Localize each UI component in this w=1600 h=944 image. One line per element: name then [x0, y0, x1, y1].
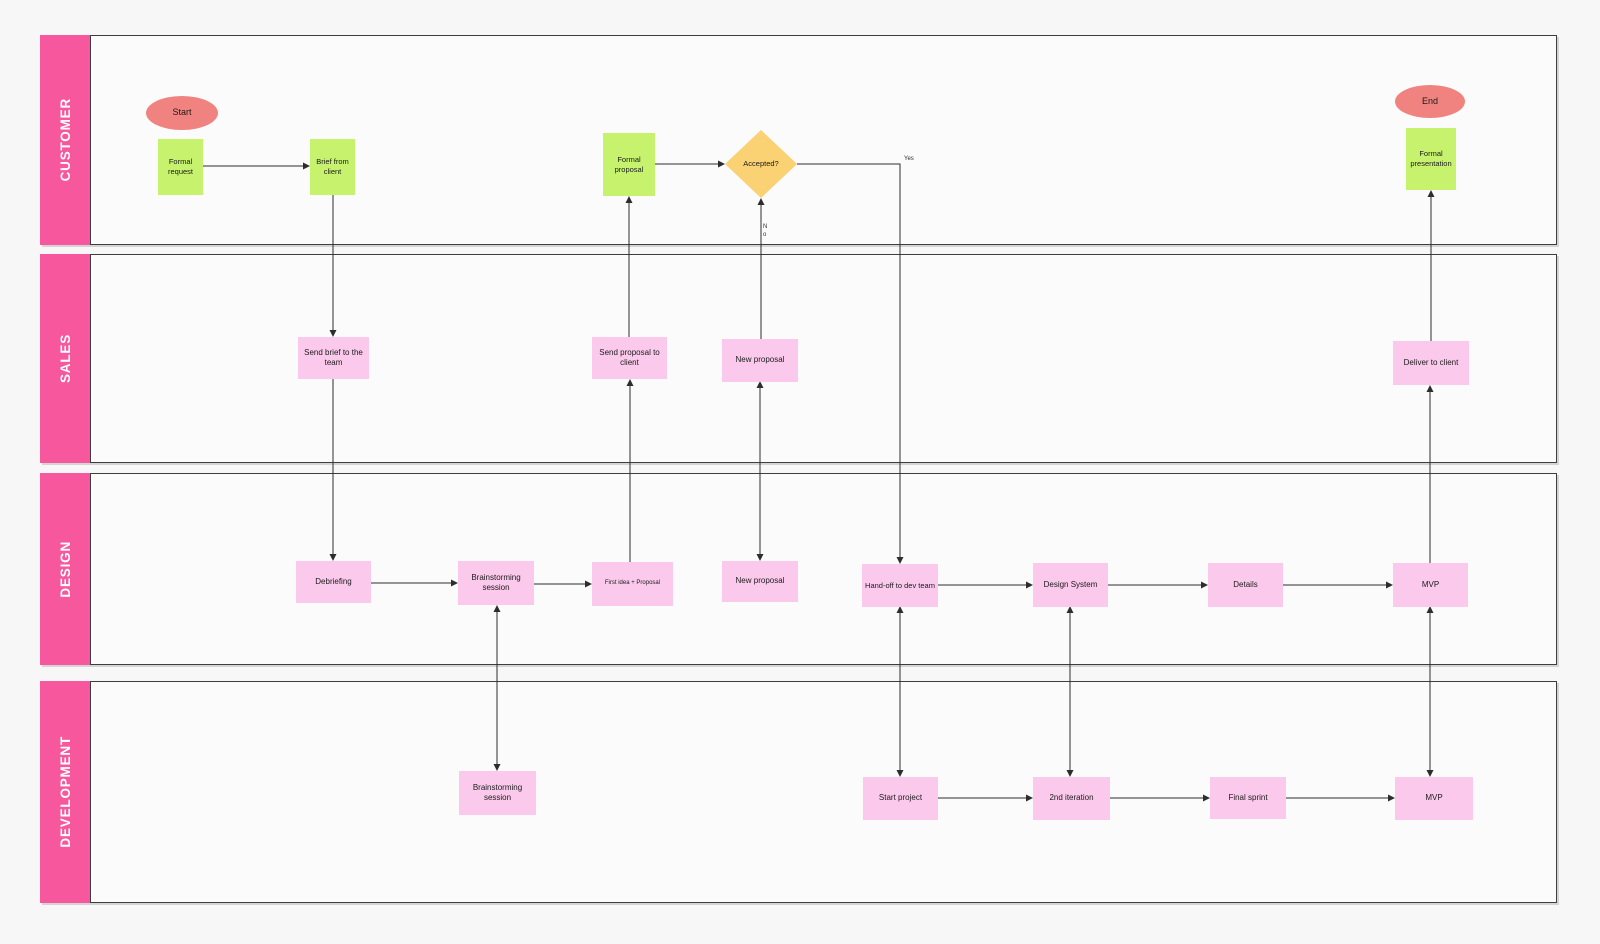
- node-design-system[interactable]: Design System: [1033, 563, 1108, 607]
- node-first-idea-proposal[interactable]: First idea + Proposal: [592, 562, 673, 606]
- lane-band-design: DESIGN: [40, 473, 90, 665]
- lane-label-customer: CUSTOMER: [57, 98, 73, 182]
- node-brainstorming-design[interactable]: Brainstorming session: [458, 561, 534, 605]
- lane-label-development: DEVELOPMENT: [57, 736, 73, 848]
- node-handoff-dev-team[interactable]: Hand-off to dev team: [862, 564, 938, 607]
- lane-band-development: DEVELOPMENT: [40, 681, 90, 903]
- lane-development: DEVELOPMENT: [40, 681, 1557, 903]
- lane-label-design: DESIGN: [57, 540, 73, 598]
- node-new-proposal-design[interactable]: New proposal: [722, 561, 798, 602]
- node-second-iteration[interactable]: 2nd iteration: [1033, 777, 1110, 820]
- lane-band-sales: SALES: [40, 254, 90, 463]
- node-brainstorming-dev[interactable]: Brainstorming session: [459, 771, 536, 815]
- edge-label-accepted-yes-to-handoff: Yes: [904, 156, 914, 162]
- node-formal-request[interactable]: Formal request: [158, 139, 203, 195]
- node-start[interactable]: Start: [146, 96, 218, 130]
- node-final-sprint[interactable]: Final sprint: [1210, 777, 1286, 819]
- node-send-proposal-client[interactable]: Send proposal to client: [592, 337, 667, 379]
- node-brief-from-client[interactable]: Brief from client: [310, 139, 355, 195]
- edge-label-new-proposal-no-to-accepted: No: [763, 224, 768, 238]
- node-formal-presentation[interactable]: Formal presentation: [1406, 128, 1456, 190]
- lane-sales: SALES: [40, 254, 1557, 463]
- node-send-brief-to-team[interactable]: Send brief to the team: [298, 337, 369, 379]
- node-deliver-to-client[interactable]: Deliver to client: [1393, 341, 1469, 385]
- node-mvp-design[interactable]: MVP: [1393, 563, 1468, 607]
- lane-customer: CUSTOMER: [40, 35, 1557, 245]
- node-end[interactable]: End: [1395, 85, 1465, 118]
- node-new-proposal-sales[interactable]: New proposal: [722, 339, 798, 382]
- node-start-project[interactable]: Start project: [863, 777, 938, 820]
- node-details[interactable]: Details: [1208, 563, 1283, 607]
- lane-band-customer: CUSTOMER: [40, 35, 90, 245]
- node-debriefing[interactable]: Debriefing: [296, 561, 371, 603]
- lane-area-development: [90, 681, 1557, 903]
- lane-design: DESIGN: [40, 473, 1557, 665]
- lane-label-sales: SALES: [57, 333, 73, 383]
- node-mvp-dev[interactable]: MVP: [1395, 777, 1473, 820]
- node-formal-proposal[interactable]: Formal proposal: [603, 133, 655, 196]
